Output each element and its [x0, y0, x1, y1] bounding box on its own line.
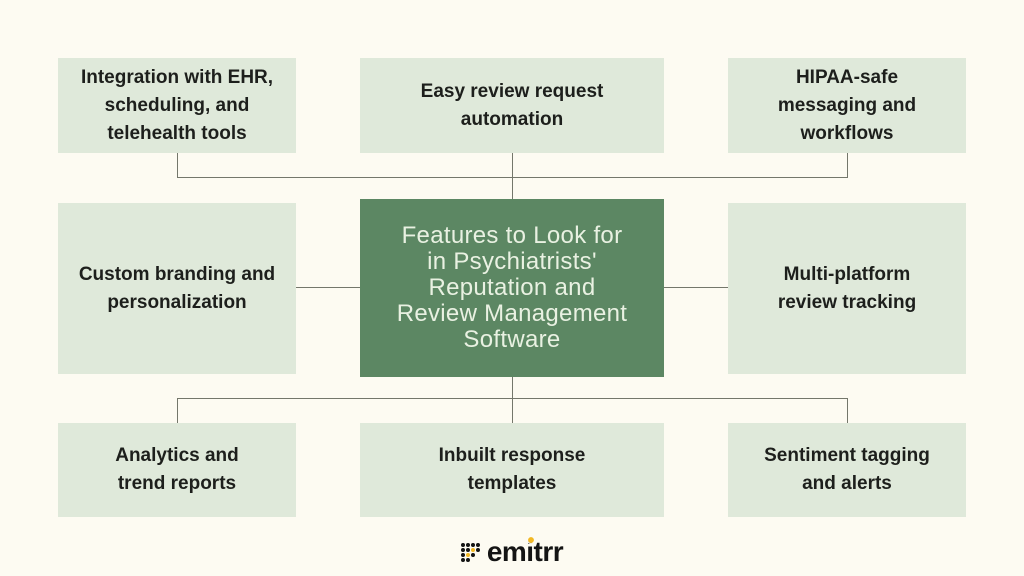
- connector-bottom-vertical-left: [177, 398, 178, 423]
- feature-box-custom-branding: Custom branding and personalization: [58, 203, 296, 374]
- connector-mid-horizontal-left: [296, 287, 360, 288]
- emitrr-i-accent-dot: [526, 536, 535, 544]
- feature-box-multi-platform: Multi-platform review tracking: [728, 203, 966, 374]
- feature-box-response-templates: Inbuilt response templates: [360, 423, 664, 517]
- connector-top-vertical-right: [847, 153, 848, 177]
- connector-bottom-vertical-right: [847, 398, 848, 423]
- feature-box-review-automation: Easy review request automation: [360, 58, 664, 153]
- feature-box-analytics: Analytics and trend reports: [58, 423, 296, 517]
- emitrr-pixel-grid-icon: [460, 542, 480, 562]
- connector-top-vertical-center: [512, 153, 513, 199]
- connector-bottom-vertical-center: [512, 377, 513, 423]
- connector-top-vertical-left: [177, 153, 178, 177]
- emitrr-wordmark-text: emitrr: [486, 536, 564, 567]
- emitrr-logo: emitrr: [0, 536, 1024, 568]
- feature-box-integration: Integration with EHR, scheduling, and te…: [58, 58, 296, 153]
- emitrr-wordmark: emitrr: [486, 536, 564, 568]
- connector-bottom-horizontal: [177, 398, 848, 399]
- feature-box-sentiment-tagging: Sentiment tagging and alerts: [728, 423, 966, 517]
- feature-box-hipaa-messaging: HIPAA-safe messaging and workflows: [728, 58, 966, 153]
- connector-top-horizontal: [177, 177, 848, 178]
- connector-mid-horizontal-right: [664, 287, 728, 288]
- center-title: Features to Look for in Psychiatrists' R…: [396, 222, 628, 353]
- center-title-box: Features to Look for in Psychiatrists' R…: [360, 199, 664, 377]
